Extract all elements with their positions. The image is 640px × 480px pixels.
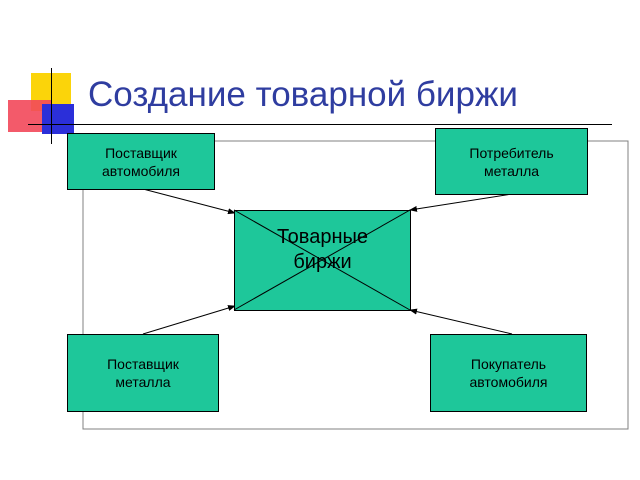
horizontal-rule xyxy=(28,124,612,125)
vertical-rule xyxy=(51,68,52,144)
node-metal-consumer: Потребитель металла xyxy=(435,128,588,195)
diagram-frame xyxy=(82,140,629,430)
arrow-bottom-right xyxy=(409,308,513,335)
arrow-bottom-left xyxy=(142,305,236,335)
blue-square xyxy=(42,104,74,134)
arrow-top-right xyxy=(409,193,513,212)
node-car-supplier: Поставщик автомобиля xyxy=(67,133,215,190)
node-car-buyer: Покупатель автомобиля xyxy=(430,334,587,412)
node-metal-supplier: Поставщик металла xyxy=(67,334,219,412)
slide-title: Создание товарной биржи xyxy=(88,75,518,114)
arrow-top-left xyxy=(142,188,236,215)
